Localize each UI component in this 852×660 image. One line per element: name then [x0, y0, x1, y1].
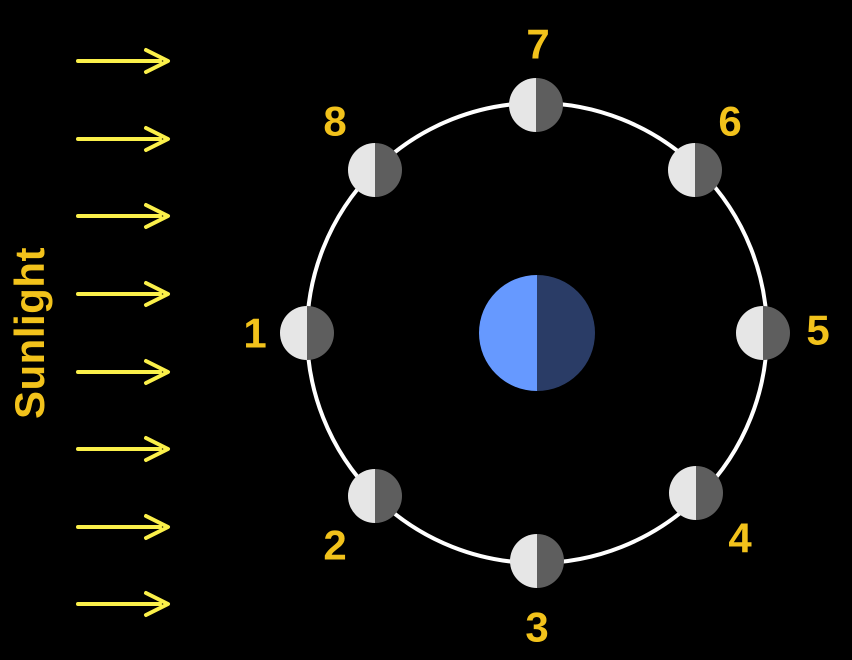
- moon-1: [280, 306, 334, 360]
- sunlight-arrows: [76, 48, 170, 617]
- position-label-7: 7: [526, 21, 549, 68]
- sunlight-arrow: [76, 514, 170, 540]
- position-label-8: 8: [323, 98, 346, 145]
- position-label-1: 1: [243, 310, 266, 357]
- moon-3: [510, 534, 564, 588]
- position-label-2: 2: [323, 522, 346, 569]
- sunlight-arrow: [76, 591, 170, 617]
- earth: [479, 275, 595, 391]
- moon-6: [668, 143, 722, 197]
- position-label-5: 5: [806, 307, 829, 354]
- sunlight-arrow: [76, 281, 170, 307]
- position-label-3: 3: [525, 604, 548, 651]
- sunlight-arrow: [76, 359, 170, 385]
- moon-7: [509, 78, 563, 132]
- position-label-4: 4: [728, 515, 752, 562]
- position-labels: 1 2 3 4 5 6 7 8: [243, 21, 829, 651]
- moon-5: [736, 306, 790, 360]
- moons: [280, 78, 790, 588]
- moon-2: [348, 469, 402, 523]
- sunlight-arrow: [76, 48, 170, 74]
- moon-4: [669, 466, 723, 520]
- position-label-6: 6: [718, 98, 741, 145]
- sunlight-arrow: [76, 203, 170, 229]
- sunlight-arrow: [76, 126, 170, 152]
- sunlight-label: Sunlight: [6, 247, 53, 419]
- earth-lit-half: [479, 275, 537, 391]
- earth-dark-half: [537, 275, 595, 391]
- sunlight-arrow: [76, 436, 170, 462]
- moon-8: [348, 143, 402, 197]
